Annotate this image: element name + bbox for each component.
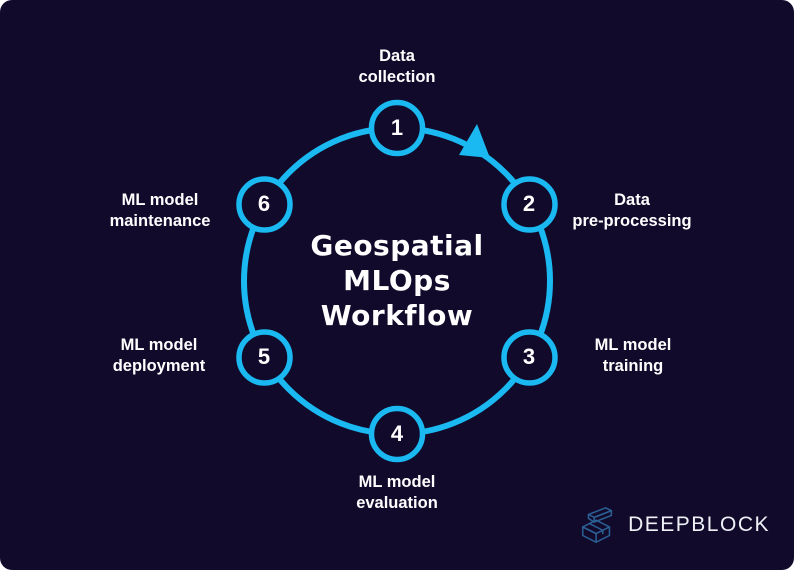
step-node-6 xyxy=(236,176,293,233)
step-label-ml-model-maintenance: ML model maintenance xyxy=(109,191,211,230)
brand-logo-text: DEEPBLOCK xyxy=(628,513,770,536)
step-number-1: 1 xyxy=(390,115,404,140)
step-number-4: 4 xyxy=(390,421,404,446)
step-label-ml-model-evaluation: ML model evaluation xyxy=(356,473,438,512)
step-node-5 xyxy=(236,329,293,386)
step-node-3 xyxy=(501,329,558,386)
step-label-ml-model-training: ML model training xyxy=(594,336,672,375)
deepblock-cube-icon xyxy=(582,507,613,543)
step-node-2 xyxy=(501,176,558,233)
step-number-2: 2 xyxy=(522,191,536,216)
step-number-5: 5 xyxy=(257,344,271,369)
step-label-data-pre-processing: Data pre-processing xyxy=(572,191,692,230)
step-number-6: 6 xyxy=(257,191,271,216)
diagram-title: Geospatial MLOps Workflow xyxy=(310,229,484,332)
brand-logo: DEEPBLOCK xyxy=(577,502,770,548)
step-label-ml-model-deployment: ML model deployment xyxy=(112,336,206,375)
clockwise-arrow-icon xyxy=(459,124,490,158)
step-number-3: 3 xyxy=(522,344,536,369)
step-label-data-collection: Data collection xyxy=(358,47,436,86)
step-node-4 xyxy=(368,405,426,463)
step-node-1 xyxy=(368,99,426,157)
